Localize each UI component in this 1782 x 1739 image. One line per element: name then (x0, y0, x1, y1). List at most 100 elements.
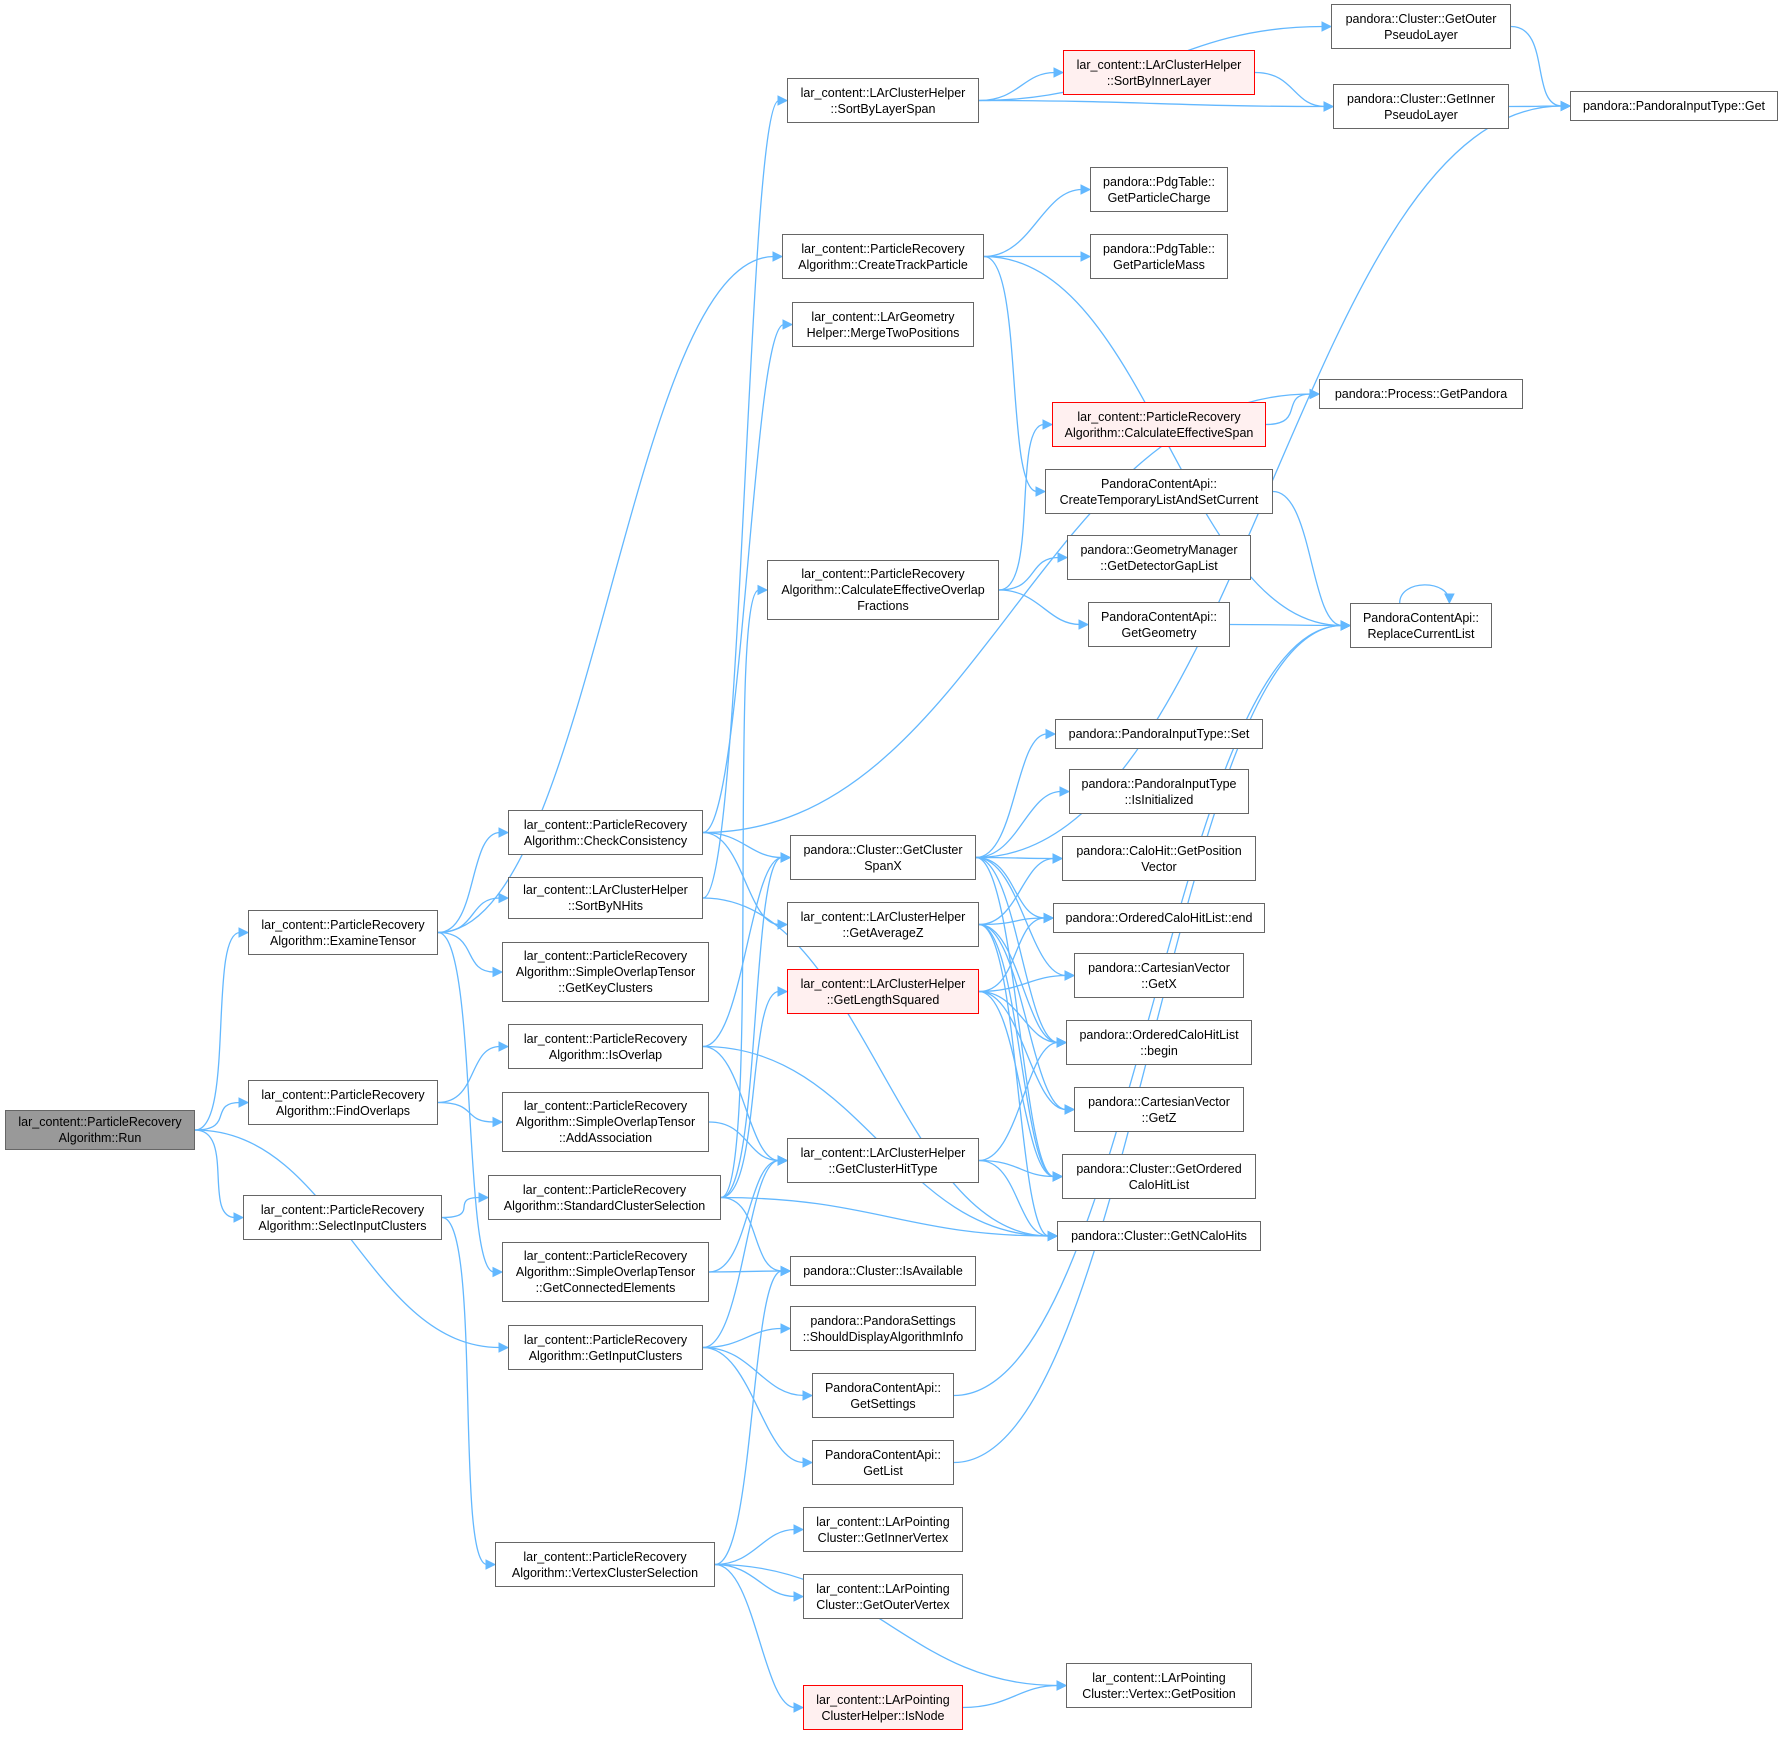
call-edge (975, 790, 1062, 859)
call-edge (998, 556, 1060, 591)
call-edge (978, 923, 1067, 1111)
node-ordered-end[interactable]: pandora::OrderedCaloHitList::end (1053, 903, 1265, 933)
call-edge (702, 1159, 780, 1349)
edge-arrowhead (802, 1390, 814, 1401)
node-is-initialized[interactable]: pandora::PandoraInputType ::IsInitialize… (1069, 769, 1249, 814)
node-create-track-particle[interactable]: lar_content::ParticleRecovery Algorithm:… (782, 234, 984, 279)
node-sort-by-nhits[interactable]: lar_content::LArClusterHelper ::SortByNH… (508, 877, 703, 919)
node-vertex-cluster-selection[interactable]: lar_content::ParticleRecovery Algorithm:… (495, 1542, 715, 1587)
node-add-association[interactable]: lar_content::ParticleRecovery Algorithm:… (502, 1092, 709, 1152)
call-edge (978, 99, 1326, 108)
node-get-z[interactable]: pandora::CartesianVector ::GetZ (1074, 1087, 1244, 1132)
node-input-type-get[interactable]: pandora::PandoraInputType::Get (1570, 91, 1778, 121)
node-select-input-clusters[interactable]: lar_content::ParticleRecovery Algorithm:… (243, 1195, 442, 1240)
edge-arrowhead (777, 919, 789, 930)
call-edge (975, 856, 1055, 860)
node-get-input-clusters[interactable]: lar_content::ParticleRecovery Algorithm:… (508, 1325, 703, 1370)
edge-arrowhead (498, 892, 510, 904)
call-edge (441, 1196, 481, 1219)
node-get-inner-pseudo-layer[interactable]: pandora::Cluster::GetInner PseudoLayer (1333, 84, 1509, 129)
edge-arrowhead (1042, 419, 1054, 430)
edge-arrowhead (1064, 1104, 1076, 1115)
node-get-ordered-calo-hit-list[interactable]: pandora::Cluster::GetOrdered CaloHitList (1062, 1154, 1256, 1199)
node-is-available[interactable]: pandora::Cluster::IsAvailable (790, 1256, 976, 1286)
call-edge (720, 990, 780, 1199)
node-get-cluster-hit-type[interactable]: lar_content::LArClusterHelper ::GetClust… (787, 1138, 979, 1183)
call-edge (720, 856, 783, 1199)
call-edge (978, 923, 1059, 1044)
node-calc-eff-overlap-fractions[interactable]: lar_content::ParticleRecovery Algorithm:… (767, 560, 999, 620)
node-get-geometry[interactable]: PandoraContentApi:: GetGeometry (1088, 602, 1230, 647)
node-ordered-begin[interactable]: pandora::OrderedCaloHitList ::begin (1066, 1020, 1252, 1065)
node-find-overlaps[interactable]: lar_content::ParticleRecovery Algorithm:… (248, 1080, 438, 1125)
edge-arrowhead (1056, 1037, 1068, 1048)
call-edge (194, 931, 241, 1131)
call-edge (702, 897, 1050, 1237)
node-get-average-z[interactable]: lar_content::LArClusterHelper ::GetAvera… (787, 902, 979, 947)
call-edge (441, 1216, 488, 1566)
node-merge-two-positions[interactable]: lar_content::LArGeometry Helper::MergeTw… (792, 302, 974, 347)
call-edge (975, 733, 1048, 859)
node-get-particle-mass[interactable]: pandora::PdgTable:: GetParticleMass (1090, 234, 1228, 279)
node-should-display-algorithm-info[interactable]: pandora::PandoraSettings ::ShouldDisplay… (790, 1306, 976, 1351)
node-get-settings[interactable]: PandoraContentApi:: GetSettings (812, 1373, 954, 1418)
call-edge (194, 1101, 241, 1131)
node-get-outer-pseudo-layer[interactable]: pandora::Cluster::GetOuter PseudoLayer (1331, 4, 1511, 49)
node-get-position-vector[interactable]: pandora::CaloHit::GetPosition Vector (1062, 836, 1256, 881)
node-get-particle-charge[interactable]: pandora::PdgTable:: GetParticleCharge (1090, 167, 1228, 212)
call-edge (978, 917, 1046, 993)
edge-arrowhead (1340, 620, 1352, 631)
node-get-ncalo-hits[interactable]: pandora::Cluster::GetNCaloHits (1057, 1221, 1261, 1251)
call-edge (978, 917, 1046, 926)
node-standard-cluster-selection[interactable]: lar_content::ParticleRecovery Algorithm:… (488, 1175, 721, 1220)
edge-arrowhead (1047, 1230, 1059, 1242)
call-edge (978, 1159, 1050, 1237)
call-edge (702, 99, 780, 899)
edge-arrowhead (802, 1457, 814, 1468)
node-vertex-get-position[interactable]: lar_content::LArPointing Cluster::Vertex… (1066, 1663, 1252, 1708)
call-edge (714, 1563, 796, 1709)
node-get-inner-vertex[interactable]: lar_content::LArPointing Cluster::GetInn… (803, 1507, 963, 1552)
edge-arrowhead (1080, 251, 1092, 262)
edge-arrowhead (793, 1524, 805, 1535)
node-calculate-effective-span[interactable]: lar_content::ParticleRecovery Algorithm:… (1052, 402, 1266, 447)
call-edge (975, 856, 1067, 977)
node-get-length-squared[interactable]: lar_content::LArClusterHelper ::GetLengt… (787, 969, 979, 1014)
call-edge (194, 1129, 236, 1219)
edge-arrowhead (1064, 970, 1076, 981)
edge-arrowhead (1052, 853, 1064, 864)
node-get-key-clusters[interactable]: lar_content::ParticleRecovery Algorithm:… (502, 942, 709, 1002)
call-edge (437, 931, 495, 1273)
edge-arrowhead (238, 927, 250, 938)
node-get-list[interactable]: PandoraContentApi:: GetList (812, 1440, 954, 1485)
node-input-type-set[interactable]: pandora::PandoraInputType::Set (1055, 719, 1263, 749)
edge-arrowhead (777, 1155, 789, 1166)
node-get-pandora[interactable]: pandora::Process::GetPandora (1319, 379, 1523, 409)
node-get-connected-elements[interactable]: lar_content::ParticleRecovery Algorithm:… (502, 1242, 709, 1302)
edge-arrowhead (492, 1266, 504, 1278)
call-edge (998, 589, 1081, 626)
node-sort-by-layer-span[interactable]: lar_content::LArClusterHelper ::SortByLa… (787, 78, 979, 123)
node-get-detector-gap-list[interactable]: pandora::GeometryManager ::GetDetectorGa… (1067, 535, 1251, 580)
node-sort-by-inner-layer[interactable]: lar_content::LArClusterHelper ::SortByIn… (1063, 50, 1255, 95)
call-edge (1399, 584, 1451, 604)
node-create-temporary-list[interactable]: PandoraContentApi:: CreateTemporaryListA… (1045, 469, 1273, 514)
node-is-node[interactable]: lar_content::LArPointing ClusterHelper::… (803, 1685, 963, 1730)
node-examine-tensor[interactable]: lar_content::ParticleRecovery Algorithm:… (248, 910, 438, 955)
call-edge (702, 1045, 780, 1162)
edge-arrowhead (1035, 486, 1047, 497)
node-get-x[interactable]: pandora::CartesianVector ::GetX (1074, 953, 1244, 998)
call-edge (1265, 393, 1312, 426)
call-edge (720, 589, 760, 1199)
edge-arrowhead (498, 827, 510, 838)
call-edge (983, 188, 1083, 258)
edge-arrowhead (485, 1559, 497, 1570)
call-edge (953, 624, 1343, 1397)
node-get-outer-vertex[interactable]: lar_content::LArPointing Cluster::GetOut… (803, 1574, 963, 1619)
call-edge (437, 831, 501, 934)
node-check-consistency[interactable]: lar_content::ParticleRecovery Algorithm:… (508, 810, 703, 855)
node-is-overlap[interactable]: lar_content::ParticleRecovery Algorithm:… (508, 1024, 703, 1069)
call-edge (1508, 105, 1563, 108)
node-get-cluster-span-x[interactable]: pandora::Cluster::GetCluster SpanX (790, 835, 976, 880)
node-replace-current-list[interactable]: PandoraContentApi:: ReplaceCurrentList (1350, 603, 1492, 648)
